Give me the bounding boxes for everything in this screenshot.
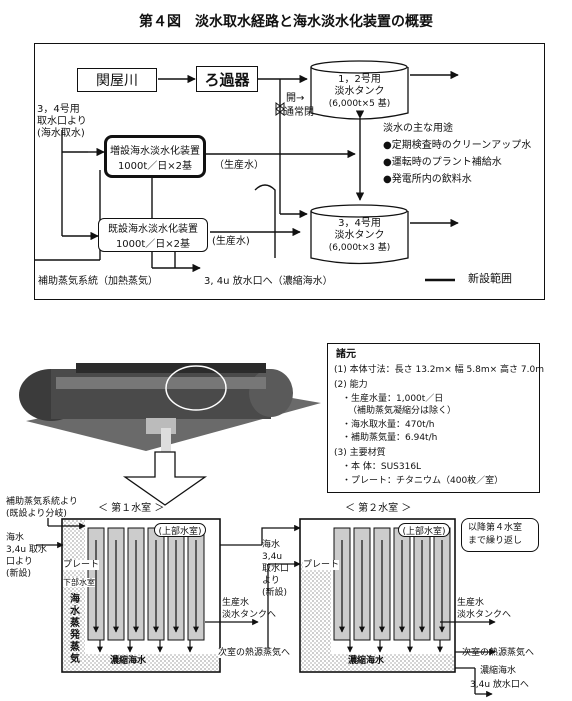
- seawater-in-3: 口より: [6, 557, 33, 567]
- aux-steam-label: 補助蒸気系統（加熱蒸気）: [38, 276, 158, 287]
- steam-label: 海水 蒸発 蒸気: [70, 594, 80, 665]
- seawater-in-1: 海水: [6, 533, 25, 543]
- tank34-label-1: 3，4号用: [338, 218, 381, 229]
- specs-line-7: (3) 主要材質: [334, 448, 386, 458]
- specs-line-6: ・補助蒸気量：6.94t/h: [342, 433, 438, 443]
- brine-label-1: 濃縮海水: [110, 656, 147, 666]
- plate-label-2: プレート: [303, 560, 340, 571]
- specs-line-3: ・生産水量：1,000t／日: [342, 394, 444, 404]
- sekiya-river-label: 関屋川: [96, 73, 138, 89]
- tank-34: 3，4号用 淡水タンク (6,000t×3 基): [309, 203, 410, 265]
- seawater-b-1: 海水: [262, 540, 281, 550]
- tank34-label-2: 淡水タンク: [334, 230, 385, 241]
- existing-desalination-unit: 既設海水淡水化装置 1000t／日×2基: [98, 218, 208, 252]
- seawater-b-4: より: [262, 576, 280, 586]
- lower-room-label: 下部水室: [63, 578, 95, 588]
- tank-12: 1，2号用 淡水タンク (6,000t×5 基): [309, 59, 410, 120]
- use-item-2: ●運転時のプラント補給水: [383, 157, 502, 168]
- use-item-3: ●発電所内の飲料水: [383, 174, 472, 185]
- unit-photo: [6, 333, 321, 453]
- old-unit-label-1: 既設海水淡水化装置: [108, 224, 198, 235]
- open-label: 開→: [286, 93, 305, 104]
- new-unit-label-2: 1000t／日×2基: [117, 160, 193, 172]
- next-room-steam-2: 次室の熱源蒸気へ: [462, 648, 535, 658]
- next-room-steam-1: 次室の熱源蒸気へ: [218, 648, 291, 659]
- room-1-title: ＜ 第１水室 ＞: [98, 503, 165, 514]
- use-item-1: ●定期検査時のクリーンアップ水: [383, 140, 532, 151]
- product-to-tank-2b: 淡水タンクへ: [457, 610, 512, 620]
- product-to-tank-2a: 生産水: [457, 598, 485, 608]
- seawater-b-5: (新設): [262, 588, 288, 598]
- page-title: 第４図 淡水取水経路と海水淡水化装置の概要: [139, 14, 433, 30]
- specs-line-4: （補助蒸気凝縮分は除く）: [348, 406, 457, 416]
- filter-label: ろ過器: [204, 70, 250, 89]
- discharge-2: 3,4u 放水口へ: [470, 680, 529, 690]
- product-water-label-1: （生産水）: [214, 160, 264, 171]
- aux-from-label-1: 補助蒸気系統より: [6, 497, 78, 507]
- repeat-note-2: まで繰り返し: [468, 536, 523, 546]
- upper-room-2: (上部水室): [398, 523, 450, 537]
- filter-box: ろ過器: [196, 66, 258, 92]
- product-water-label-2: (生産水): [212, 236, 250, 247]
- product-to-tank-1a: 生産水: [222, 598, 250, 608]
- specs-line-8: ・本 体：SUS316L: [342, 462, 422, 472]
- intake-label-1: 3，4号用: [37, 104, 80, 115]
- plate-label-1: プレート: [63, 560, 100, 571]
- specs-line-5: ・海水取水量：470t/h: [342, 420, 435, 430]
- repeat-note: 以降第４水室 まで繰り返し: [461, 518, 539, 552]
- product-to-tank-1b: 淡水タンクへ: [222, 610, 277, 620]
- seawater-in-4: (新設): [6, 569, 32, 579]
- upper-room-1: (上部水室): [154, 523, 206, 537]
- specs-title: 諸元: [336, 349, 356, 360]
- upper-room-1-label: (上部水室): [158, 526, 202, 537]
- tank12-label-1: 1，2号用: [338, 74, 381, 85]
- legend-new-label: 新設範囲: [468, 272, 512, 285]
- tank12-label-2: 淡水タンク: [334, 86, 385, 97]
- seawater-b-2: 3,4u: [262, 552, 283, 562]
- uses-title: 淡水の主な用途: [383, 123, 453, 134]
- upper-room-2-label: (上部水室): [402, 526, 446, 537]
- new-unit-label-1: 増設海水淡水化装置: [110, 145, 200, 157]
- discharge-1: 濃縮海水: [480, 666, 517, 676]
- new-desalination-unit: 増設海水淡水化装置 1000t／日×2基: [104, 135, 206, 178]
- tank34-label-3: (6,000t×3 基): [328, 243, 391, 253]
- normal-closed-label: 通常閉: [284, 107, 314, 118]
- aux-from-label-2: (既設より分岐): [6, 509, 67, 519]
- seawater-b-3: 取水口: [262, 564, 290, 574]
- specs-line-1: (1) 本体寸法：長さ 13.2m× 幅 5.8m× 高さ 7.0m: [334, 365, 544, 375]
- discharge-label: 3, 4u 放水口へ（濃縮海水）: [204, 276, 333, 287]
- seawater-in-2: 3,4u 取水: [6, 545, 47, 555]
- specs-line-9: ・プレート：チタニウム（400枚／室）: [342, 476, 504, 486]
- old-unit-label-2: 1000t／日×2基: [115, 239, 191, 250]
- brine-label-2: 濃縮海水: [348, 656, 385, 666]
- specs-box: 諸元 (1) 本体寸法：長さ 13.2m× 幅 5.8m× 高さ 7.0m (2…: [327, 343, 544, 493]
- intake-label-2: 取水口より: [37, 116, 87, 127]
- sekiya-river-box: 関屋川: [77, 68, 157, 92]
- intake-label-3: (海水取水): [37, 128, 85, 139]
- repeat-note-1: 以降第４水室: [468, 523, 523, 533]
- room-2-title: ＜ 第２水室 ＞: [345, 503, 412, 514]
- tank12-label-3: (6,000t×5 基): [328, 99, 391, 109]
- specs-line-2: (2) 能力: [334, 380, 368, 390]
